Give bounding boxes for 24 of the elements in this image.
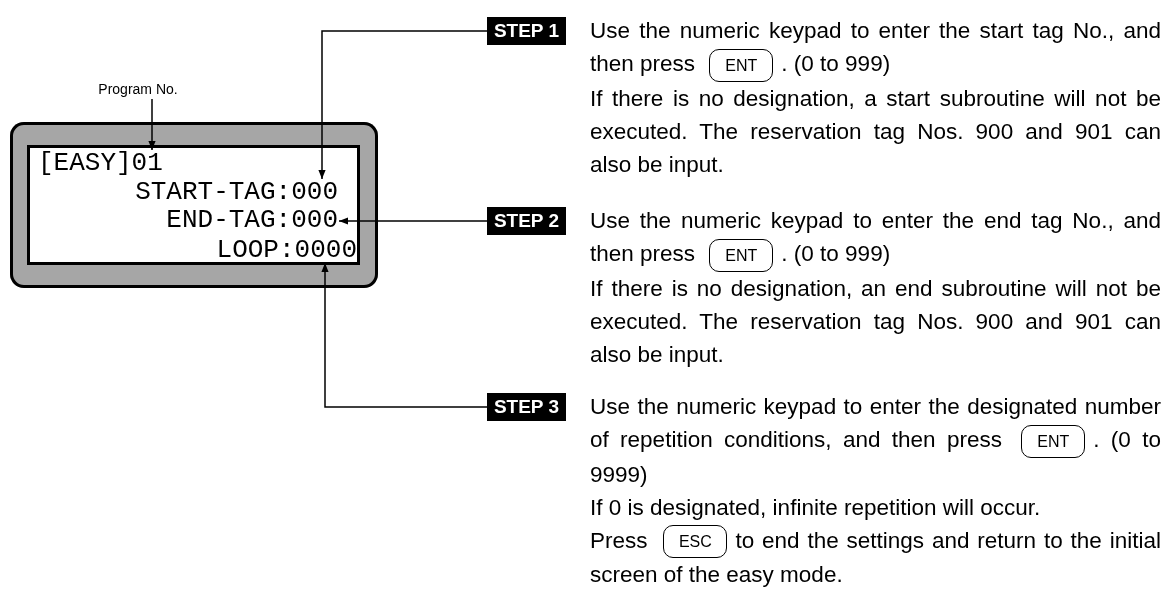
key-cap: ENT (1021, 424, 1086, 458)
leader-arrow (321, 262, 488, 408)
step-description: If there is no designation, a start subroutine will not be executed. The reservation tag Nos. 900 and 901 can also be input. (590, 84, 1161, 179)
step-description: If 0 is designated, infinite repetition will occur. (590, 493, 1042, 522)
step-badge: STEP 3 (487, 393, 566, 421)
leader-arrow (148, 98, 156, 151)
display-line: [EASY]01 (38, 150, 165, 176)
display-line: START-TAG:000 (131, 179, 338, 205)
step-description: If there is no designation, an end subroutine will not be executed. The reservation tag Nos. 900 and 901 can also be input. (590, 274, 1161, 369)
step-description: Press ESC to end the settings and return to the initial screen of the easy mode. (590, 524, 1161, 590)
key-cap: ENT (709, 238, 774, 272)
key-cap: ENT (709, 48, 774, 82)
step-description: Use the numeric keypad to enter the end tag No., and then press ENT . (0 to 999) (590, 204, 1161, 272)
leader-arrow (318, 30, 488, 180)
display-line: END-TAG:000 (163, 207, 338, 233)
step-badge: STEP 2 (487, 207, 566, 235)
step-description: Use the numeric keypad to enter the designated number of repetition conditions, and then press ENT . (0 to 9999) (590, 393, 1161, 489)
step-description: Use the numeric keypad to enter the start tag No., and then press ENT . (0 to 999) (590, 14, 1161, 82)
key-cap: ESC (663, 525, 728, 559)
lcd-display (10, 122, 378, 288)
leader-arrow (338, 217, 488, 225)
step-badge: STEP 1 (487, 17, 566, 45)
display-line: LOOP:0000 (212, 237, 357, 263)
annotation-label: Program No. (90, 79, 186, 99)
